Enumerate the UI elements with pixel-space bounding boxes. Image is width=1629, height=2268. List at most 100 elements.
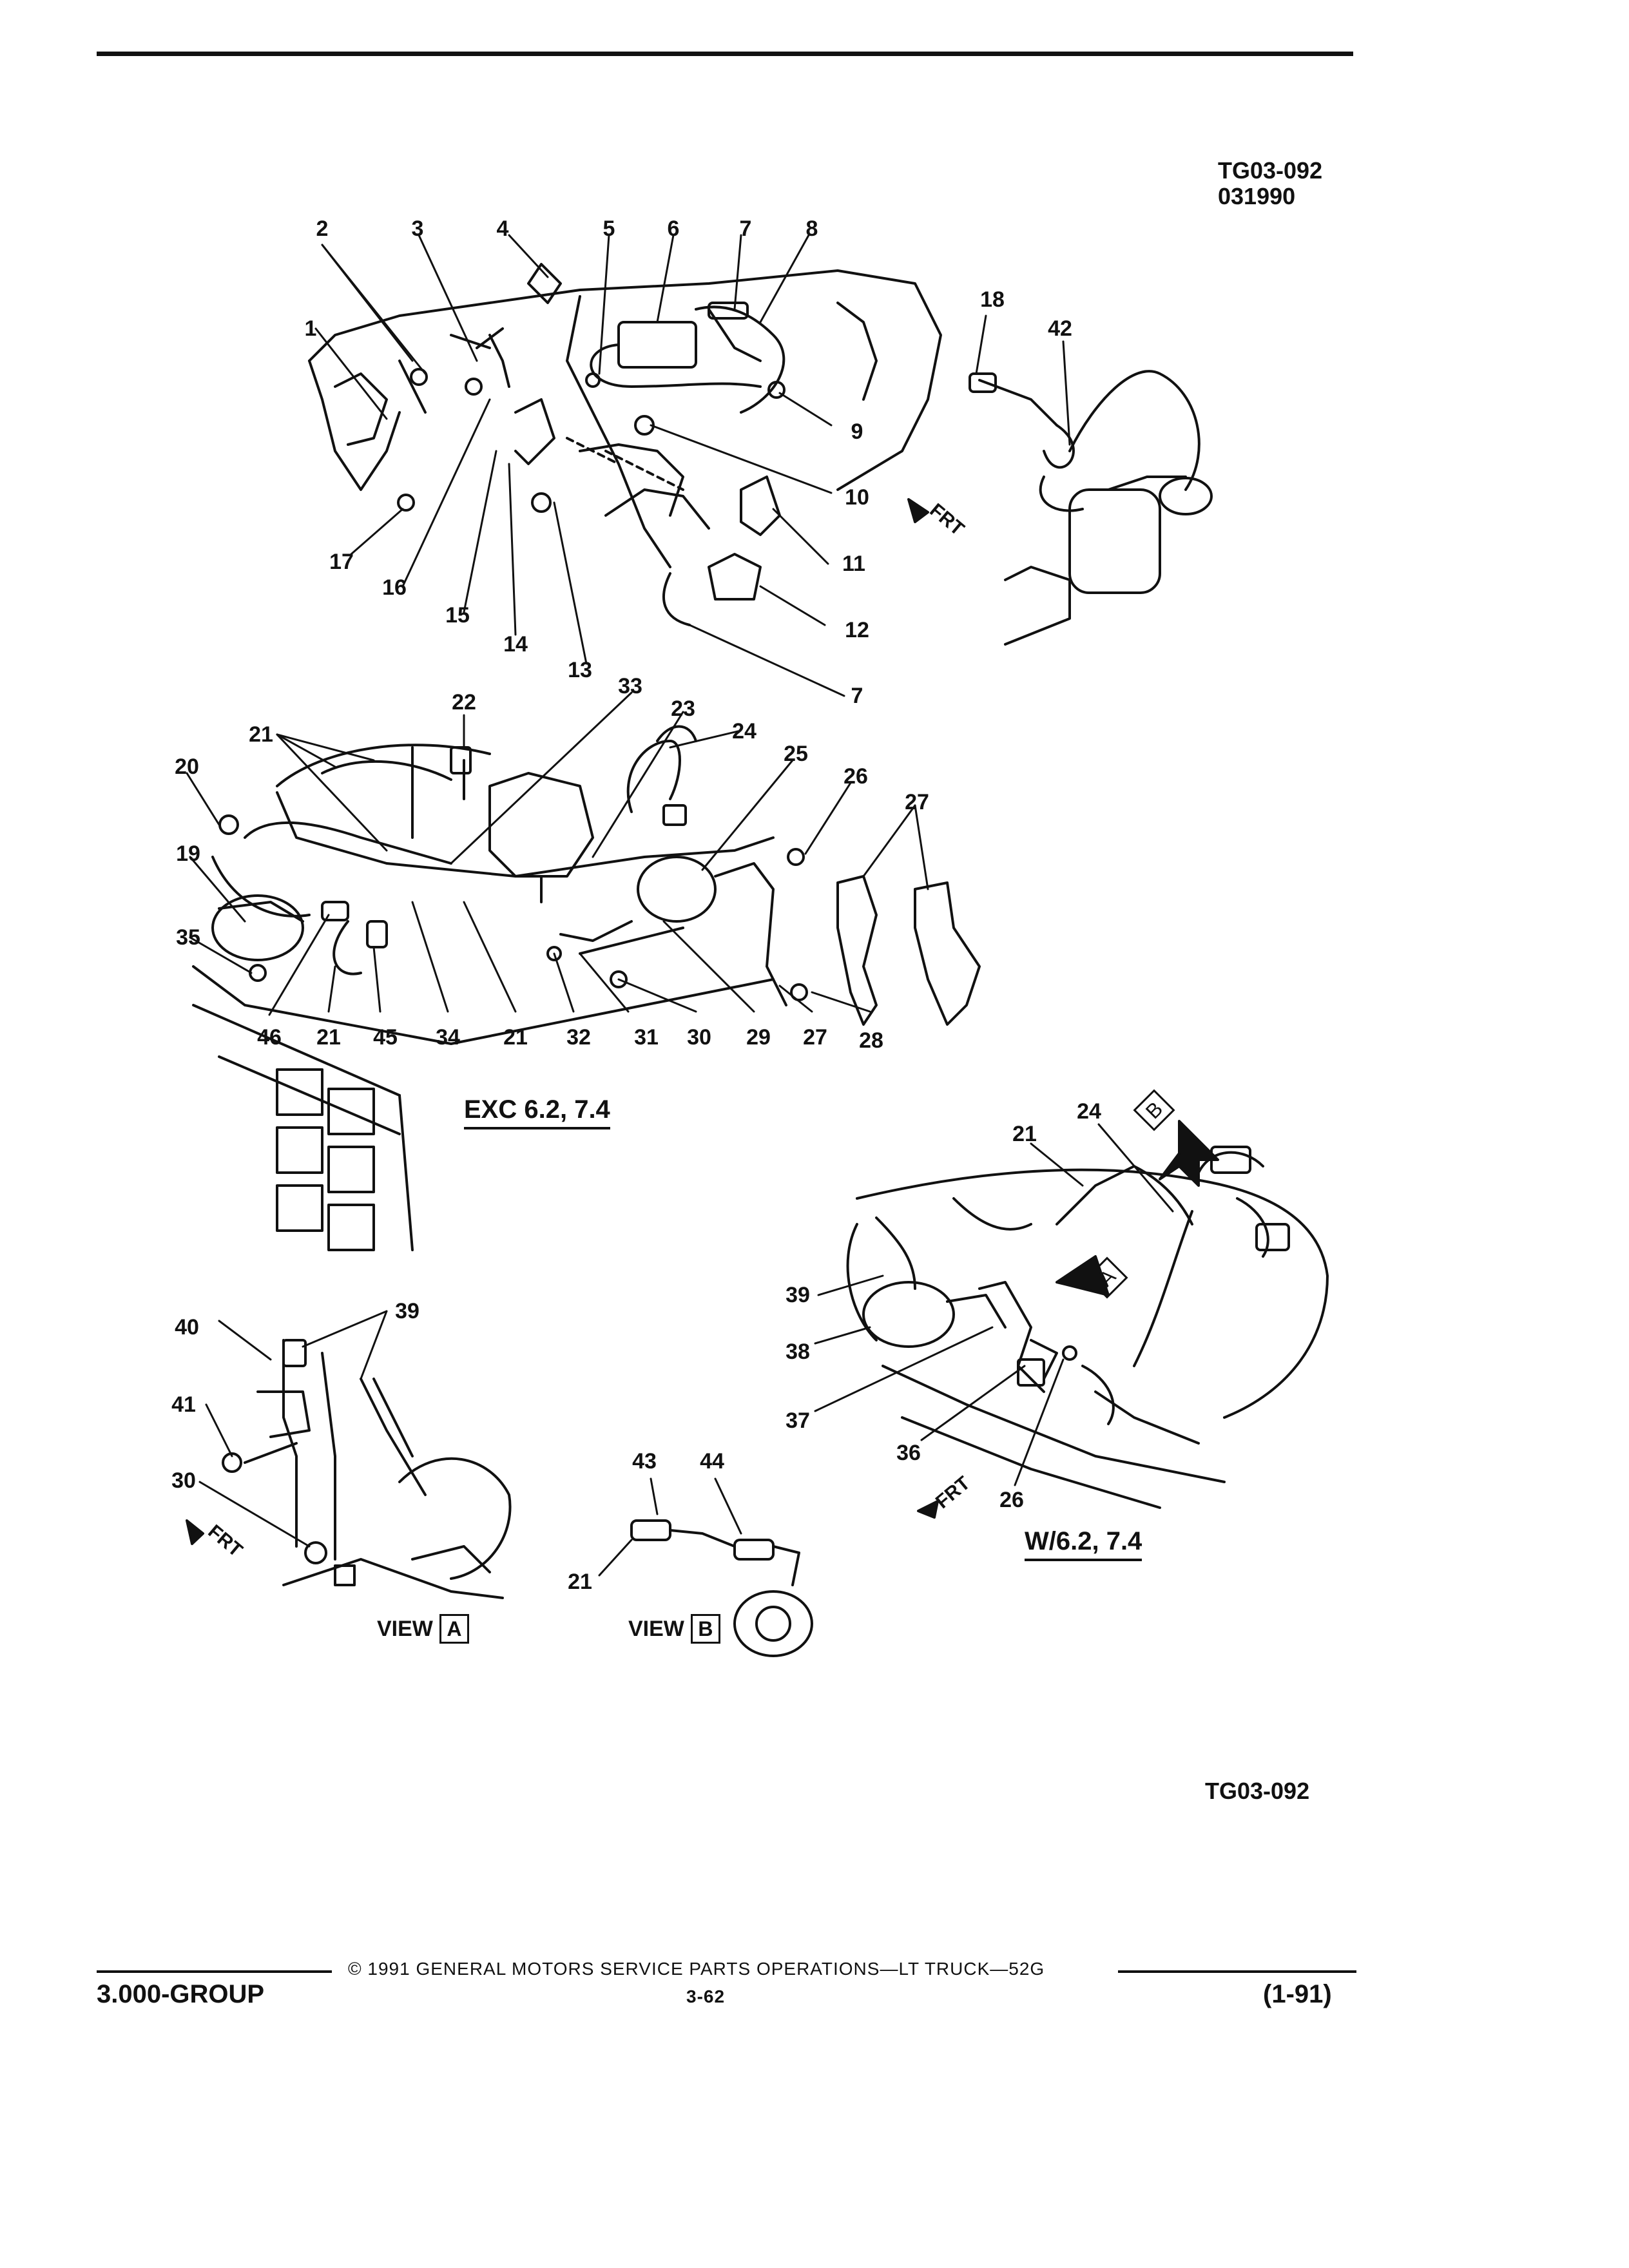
- callout-17: 17: [329, 550, 354, 574]
- callout-35: 35: [176, 925, 200, 950]
- callout-11: 11: [842, 552, 865, 576]
- footer-rule-left: [97, 1970, 332, 1973]
- callout-40: 40: [175, 1315, 199, 1340]
- callout-21-b: 21: [503, 1025, 528, 1050]
- callout-30: 30: [687, 1025, 711, 1050]
- vacuum-canister: [1068, 488, 1161, 594]
- callout-16: 16: [382, 575, 407, 600]
- figure-date-code: 031990: [1218, 183, 1296, 209]
- caption-exc: EXC 6.2, 7.4: [464, 1095, 610, 1129]
- callout-45: 45: [373, 1025, 398, 1050]
- callout-42: 42: [1048, 316, 1072, 341]
- marker-a-arrow: [1055, 1255, 1110, 1296]
- callout-27-upper: 27: [905, 790, 929, 814]
- callout-43: 43: [632, 1449, 657, 1474]
- header-codes: TG03-092 031990: [1218, 158, 1322, 209]
- footer-date: (1-91): [1263, 1980, 1332, 2008]
- callout-21-upper: 21: [249, 722, 273, 747]
- view-b-servo: [733, 1590, 813, 1657]
- callout-37: 37: [786, 1408, 810, 1433]
- callout-23: 23: [671, 697, 695, 721]
- callout-1: 1: [304, 316, 317, 341]
- callout-9: 9: [851, 419, 863, 444]
- view-b-letter: B: [690, 1614, 720, 1644]
- callout-36: 36: [896, 1441, 921, 1465]
- frt-arrow-view-a: [186, 1519, 204, 1545]
- marker-b-arrow: [1159, 1120, 1219, 1187]
- caption-w: W/6.2, 7.4: [1025, 1527, 1142, 1561]
- servo-38: [862, 1281, 955, 1348]
- callout-28: 28: [859, 1028, 883, 1053]
- bracket-15: [514, 398, 555, 465]
- callout-46: 46: [257, 1025, 282, 1050]
- callout-24: 24: [732, 719, 757, 744]
- callout-22: 22: [452, 690, 476, 715]
- callout-15: 15: [445, 603, 470, 628]
- callout-41: 41: [171, 1392, 196, 1417]
- callout-3: 3: [411, 216, 424, 241]
- bottom-figure-code: TG03-092: [1205, 1778, 1310, 1804]
- callout-10: 10: [845, 485, 869, 510]
- view-b-connector-43: [630, 1519, 671, 1541]
- view-a-text: VIEW: [377, 1616, 433, 1641]
- brake-pedal-arm: [566, 295, 671, 568]
- callout-2: 2: [316, 216, 329, 241]
- part-12: [708, 553, 762, 601]
- callout-20: 20: [175, 754, 199, 779]
- callout-21-viewb: 21: [568, 1570, 592, 1594]
- callout-13: 13: [568, 658, 592, 682]
- callout-19: 19: [176, 841, 200, 866]
- callout-8: 8: [805, 216, 818, 241]
- callout-39-w: 39: [786, 1283, 810, 1307]
- callout-21-a: 21: [316, 1025, 341, 1050]
- firewall-outline: [308, 269, 942, 491]
- footer-group: 3.000-GROUP: [97, 1980, 265, 2008]
- view-b-label: VIEW B: [628, 1614, 720, 1644]
- callout-18: 18: [980, 287, 1005, 312]
- callout-29: 29: [746, 1025, 771, 1050]
- callout-27-lower: 27: [803, 1025, 827, 1050]
- servo-29: [637, 856, 717, 923]
- view-a-label: VIEW A: [377, 1614, 469, 1644]
- callout-4: 4: [496, 216, 509, 241]
- bracket-27a: [836, 875, 878, 1026]
- footer-copyright: © 1991 GENERAL MOTORS SERVICE PARTS OPER…: [348, 1959, 1045, 1979]
- top-rule: [97, 52, 1353, 56]
- view-a-letter: A: [439, 1614, 469, 1644]
- engine-w-outline: [856, 1168, 1329, 1419]
- view-a-pedal: [282, 1339, 298, 1548]
- frt-arrow-w: [917, 1500, 939, 1519]
- callout-38: 38: [786, 1340, 810, 1364]
- callout-25: 25: [784, 742, 808, 766]
- callout-31: 31: [634, 1025, 659, 1050]
- callout-12: 12: [845, 618, 869, 642]
- switch-18: [978, 379, 1058, 427]
- servo-19: [211, 894, 304, 961]
- hose-21-mid: [244, 821, 452, 865]
- view-b-connector-44: [733, 1539, 775, 1561]
- bracket-37: [978, 1281, 1045, 1393]
- callout-26: 26: [843, 764, 868, 789]
- callout-21-w: 21: [1012, 1122, 1037, 1146]
- callout-24-w: 24: [1077, 1099, 1101, 1124]
- cable: [695, 305, 786, 414]
- callout-26-w: 26: [999, 1488, 1024, 1512]
- callout-44: 44: [700, 1449, 724, 1474]
- distributor: [488, 772, 594, 878]
- callout-34: 34: [436, 1025, 460, 1050]
- bracket-27b: [914, 881, 981, 1026]
- cable-24-w: [1133, 1210, 1193, 1367]
- callout-33: 33: [618, 674, 642, 698]
- bracket-left-outline: [308, 360, 401, 491]
- callout-32: 32: [566, 1025, 591, 1050]
- callout-39-a: 39: [395, 1299, 419, 1323]
- callout-7b: 7: [851, 684, 863, 708]
- footer-rule-right: [1118, 1970, 1356, 1973]
- callout-6: 6: [667, 216, 680, 241]
- view-b-text: VIEW: [628, 1616, 684, 1641]
- frt-arrow-upper: [907, 498, 929, 523]
- footer-page: 3-62: [686, 1986, 726, 2006]
- callout-7: 7: [739, 216, 752, 241]
- callout-5: 5: [602, 216, 615, 241]
